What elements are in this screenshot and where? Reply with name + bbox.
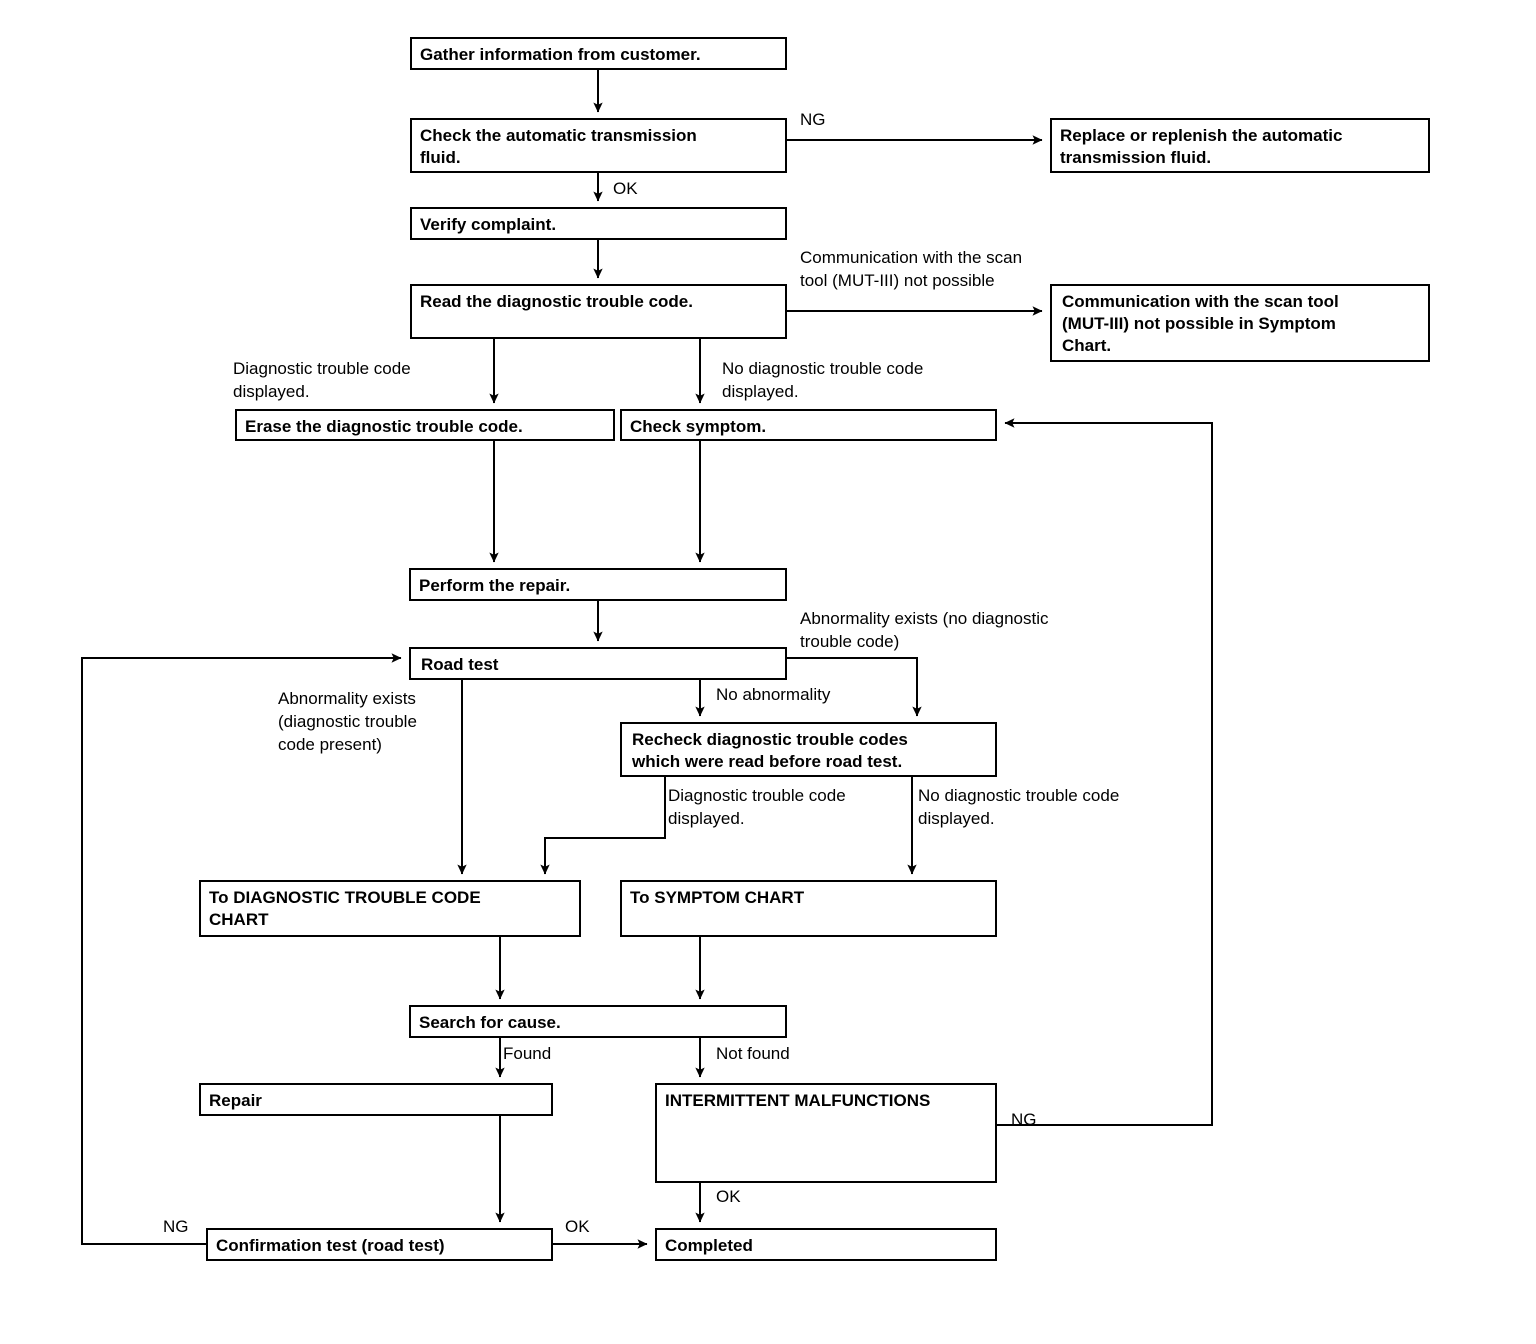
edge-label-ok-fluid: OK (613, 179, 638, 198)
node-gather-information[interactable]: Gather information from customer. (410, 37, 787, 70)
edge-label-no-dtc-displayed-read: No diagnostic trouble code displayed. (722, 359, 924, 401)
node-read-diagnostic-trouble-code[interactable]: Read the diagnostic trouble code. (410, 284, 787, 339)
node-verify-complaint[interactable]: Verify complaint. (410, 207, 787, 240)
node-recheck-diagnostic-trouble-codes[interactable]: Recheck diagnostic trouble codes which w… (620, 722, 997, 777)
edge-label-abnormality-no-dtc: Abnormality exists (no diagnostic troubl… (800, 609, 1049, 651)
edge-label-abnormality-dtc-present: Abnormality exists (diagnostic trouble c… (278, 689, 417, 754)
edge-label-ng-intermittent: NG (1011, 1110, 1037, 1129)
edge-label-found: Found (503, 1044, 552, 1063)
edge-label-ok-intermittent: OK (716, 1187, 741, 1206)
edge-confirm-to-roadtest-ng (81, 653, 402, 1245)
node-check-symptom[interactable]: Check symptom. (620, 409, 997, 441)
node-to-symptom-chart[interactable]: To SYMPTOM CHART (620, 880, 997, 937)
edge-label-no-dtc-displayed-recheck: No diagnostic trouble code displayed. (918, 786, 1120, 828)
node-perform-the-repair[interactable]: Perform the repair. (409, 568, 787, 601)
node-confirmation-test[interactable]: Confirmation test (road test) (206, 1228, 553, 1261)
node-intermittent-malfunctions[interactable]: INTERMITTENT MALFUNCTIONS (655, 1083, 997, 1183)
edge-label-ok-confirmation: OK (565, 1217, 590, 1236)
edge-label-ng-fluid: NG (800, 110, 826, 129)
node-communication-not-possible-symptom-chart[interactable]: Communication with the scan tool (MUT-II… (1050, 284, 1430, 362)
edge-label-ng-confirmation: NG (163, 1217, 189, 1236)
node-repair[interactable]: Repair (199, 1083, 553, 1116)
edge-label-communication-not-possible: Communication with the scan tool (MUT-II… (800, 248, 1023, 290)
edge-label-dtc-displayed-recheck: Diagnostic trouble code displayed. (668, 786, 846, 828)
edge-label-dtc-displayed-read: Diagnostic trouble code displayed. (233, 359, 411, 401)
edge-label-no-abnormality: No abnormality (716, 685, 831, 704)
node-check-transmission-fluid[interactable]: Check the automatic transmission fluid. (410, 118, 787, 173)
edge-intermittent-to-checksym-ng (997, 418, 1213, 1126)
edge-label-not-found: Not found (716, 1044, 790, 1063)
node-erase-diagnostic-trouble-code[interactable]: Erase the diagnostic trouble code. (235, 409, 615, 441)
edge-recheck-to-todtcchart (540, 777, 666, 875)
node-search-for-cause[interactable]: Search for cause. (409, 1005, 787, 1038)
edge-roadtest-to-recheck-abnormality-nodtc (787, 657, 922, 717)
node-road-test[interactable]: Road test (409, 647, 787, 680)
node-completed[interactable]: Completed (655, 1228, 997, 1261)
node-to-diagnostic-trouble-code-chart[interactable]: To DIAGNOSTIC TROUBLE CODE CHART (199, 880, 581, 937)
node-replace-transmission-fluid[interactable]: Replace or replenish the automatic trans… (1050, 118, 1430, 173)
